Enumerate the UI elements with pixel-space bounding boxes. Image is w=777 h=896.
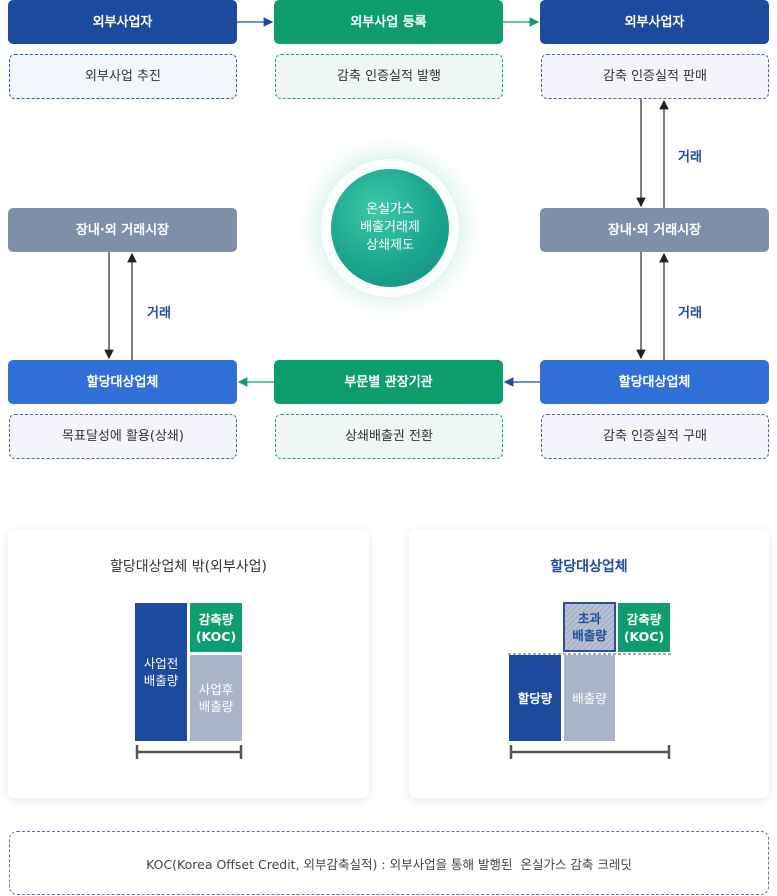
left-card-baseline [135, 745, 243, 759]
card-external-project: 할당대상업체 밖(외부사업) 사업전 배출량 감축량 (KOC) 사업후 배출량 [8, 530, 369, 798]
node-top-center: 외부사업 등록 [274, 0, 503, 44]
node-bottom-center: 부문별 관장기관 [274, 360, 503, 404]
bar-reduction-right-label: 감축량 (KOC) [623, 611, 665, 644]
bar-after-emission: 사업후 배출량 [190, 655, 242, 741]
right-card-guides [508, 602, 671, 759]
bar-reduction-koc: 감축량 (KOC) [190, 603, 242, 652]
bar-before-label: 사업전 배출량 [143, 656, 179, 688]
bar-emission-label: 배출량 [572, 690, 607, 706]
koc-footnote: KOC(Korea Offset Credit, 외부감축실적) : 외부사업을… [9, 831, 769, 895]
node-bottom-center-sub: 상쇄배출권 전환 [275, 414, 503, 459]
node-bottom-right-sub: 감축 인증실적 구매 [541, 414, 769, 459]
bar-excess-label: 초과 배출량 [572, 611, 607, 643]
bar-allocation: 할당량 [509, 655, 561, 741]
center-circle: 온실가스 배출거래제 상쇄제도 [331, 169, 449, 287]
card-allocated-company: 할당대상업체 초과 배출량 감축량 (KOC) 할당량 배출량 [409, 530, 769, 798]
node-top-right: 외부사업자 [540, 0, 769, 44]
node-top-left-sub: 외부사업 추진 [9, 54, 237, 99]
node-top-center-sub: 감축 인증실적 발행 [275, 54, 503, 99]
node-mid-right: 장내·외 거래시장 [540, 208, 769, 252]
trade-label-left: 거래 [147, 306, 171, 321]
node-mid-left: 장내·외 거래시장 [8, 208, 237, 252]
bar-excess-emission [563, 602, 616, 652]
trade-label-right-top: 거래 [678, 150, 702, 165]
node-bottom-left: 할당대상업체 [8, 360, 237, 404]
bar-emission: 배출량 [564, 655, 615, 741]
node-top-left: 외부사업자 [8, 0, 237, 44]
center-circle-text: 온실가스 배출거래제 상쇄제도 [360, 202, 420, 253]
node-top-right-sub: 감축 인증실적 판매 [541, 54, 769, 99]
node-bottom-left-sub: 목표달성에 활용(상쇄) [9, 414, 237, 459]
flow-arrows [104, 17, 669, 387]
bar-reduction-label: 감축량 (KOC) [195, 611, 237, 644]
card-allocated-title: 할당대상업체 [550, 559, 628, 575]
koc-footnote-text: KOC(Korea Offset Credit, 외부감축실적) : 외부사업을… [146, 856, 632, 872]
bar-after-label: 사업후 배출량 [198, 682, 234, 714]
trade-label-right-bottom: 거래 [678, 306, 702, 321]
bar-excess-label-box: 초과 배출량 [564, 603, 615, 651]
card-external-title: 할당대상업체 밖(외부사업) [109, 559, 268, 575]
bar-reduction-koc-right: 감축량 (KOC) [618, 603, 670, 652]
node-bottom-right: 할당대상업체 [540, 360, 769, 404]
bar-before-emission: 사업전 배출량 [135, 603, 187, 741]
bar-allocation-label: 할당량 [517, 690, 553, 706]
